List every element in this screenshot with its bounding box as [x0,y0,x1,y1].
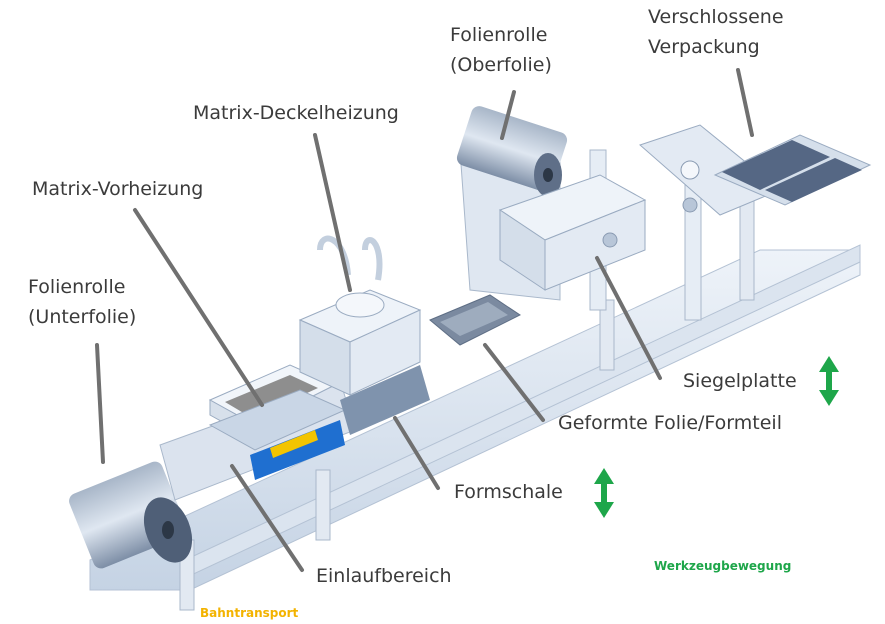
sealed-packages-illustration [639,124,872,216]
label-siegelplatte: Siegelplatte [683,370,797,392]
label-line: (Unterfolie) [28,306,137,328]
label-line: Folienrolle [28,276,126,298]
sealing-station-illustration [498,174,698,291]
vertical-double-arrow-icon [819,356,839,406]
label-matrix-vorheizung: Matrix-Vorheizung [32,178,204,200]
label-line: (Oberfolie) [450,54,552,76]
formed-trays-illustration [429,294,521,346]
label-matrix-deckelheizung: Matrix-Deckelheizung [193,102,399,124]
vertical-double-arrow-icon [594,468,614,518]
label-formschale: Formschale [454,481,563,503]
label-folienrolle-oberfolie: Folienrolle (Oberfolie) [450,20,552,80]
legend-bahntransport: Bahntransport [200,606,299,620]
label-verschlossene-verpackung: Verschlossene Verpackung [648,2,784,62]
preheating-station-illustration [208,364,347,480]
label-geformte-folie: Geformte Folie/Formteil [558,412,782,434]
legend-werkzeugbewegung: Werkzeugbewegung [654,559,792,573]
label-line: Verschlossene [648,6,784,28]
label-folienrolle-unterfolie: Folienrolle (Unterfolie) [28,272,136,332]
lid-heater-illustration [298,235,430,435]
label-line: Folienrolle [450,24,548,46]
label-einlaufbereich: Einlaufbereich [316,565,452,587]
leader-lines [95,68,754,572]
label-line: Verpackung [648,36,760,58]
